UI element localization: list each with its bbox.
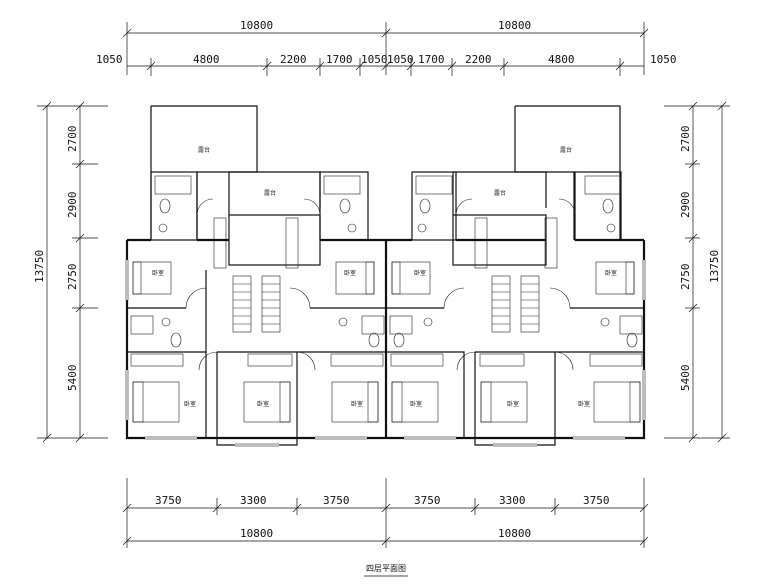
left-seg-3: 2750 — [66, 264, 79, 291]
room-labels: 露台 露台 露台 露台 卧室 卧室 卧室 卧室 卧室 卧室 卧室 卧室 卧室 卧… — [152, 146, 617, 408]
label-terrace-1: 露台 — [198, 146, 210, 154]
label-bedroom-4: 卧室 — [605, 269, 617, 277]
top-seg-7: 1700 — [418, 53, 445, 66]
top-seg-8: 2200 — [465, 53, 492, 66]
label-bedroom-9: 卧室 — [507, 400, 519, 408]
top-seg-5: 1050 — [361, 53, 388, 66]
stairs-right — [491, 275, 540, 333]
right-seg-3: 2750 — [679, 264, 692, 291]
right-seg-1: 2700 — [679, 126, 692, 153]
bottom-total-left: 10800 — [240, 527, 273, 540]
door-swings — [185, 198, 576, 371]
right-seg-4: 5400 — [679, 365, 692, 392]
label-terrace-3: 露台 — [494, 189, 506, 197]
left-seg-2: 2900 — [66, 192, 79, 219]
building-outline — [125, 105, 646, 447]
label-bedroom-6: 卧室 — [257, 400, 269, 408]
stairs-left — [232, 275, 281, 333]
furniture — [130, 175, 643, 423]
right-seg-2: 2900 — [679, 192, 692, 219]
top-total-left: 10800 — [240, 19, 273, 32]
bottom-seg-5: 3300 — [499, 494, 526, 507]
top-seg-9: 4800 — [548, 53, 575, 66]
top-seg-10: 1050 — [650, 53, 677, 66]
label-terrace-4: 露台 — [560, 146, 572, 154]
bottom-seg-3: 3750 — [323, 494, 350, 507]
label-terrace-2: 露台 — [264, 189, 276, 197]
bottom-seg-6: 3750 — [583, 494, 610, 507]
top-dimension-chain: 10800 10800 1050 4800 2200 1700 1050 105… — [96, 19, 677, 76]
left-seg-1: 2700 — [66, 126, 79, 153]
drawing-title: 四层平面图 — [366, 564, 406, 573]
top-seg-2: 4800 — [193, 53, 220, 66]
bottom-seg-1: 3750 — [155, 494, 182, 507]
left-seg-4: 5400 — [66, 365, 79, 392]
label-bedroom-8: 卧室 — [410, 400, 422, 408]
top-seg-4: 1700 — [326, 53, 353, 66]
top-seg-3: 2200 — [280, 53, 307, 66]
label-bedroom-5: 卧室 — [184, 400, 196, 408]
label-bedroom-10: 卧室 — [578, 400, 590, 408]
right-total: 13750 — [708, 250, 721, 283]
left-total: 13750 — [33, 250, 46, 283]
label-bedroom-1: 卧室 — [152, 269, 164, 277]
drawing-title-block: 四层平面图 — [364, 564, 408, 577]
top-total-right: 10800 — [498, 19, 531, 32]
label-bedroom-2: 卧室 — [344, 269, 356, 277]
label-bedroom-7: 卧室 — [351, 400, 363, 408]
bottom-seg-4: 3750 — [414, 494, 441, 507]
left-dimension-chain: 13750 2700 2900 2750 5400 — [33, 101, 108, 443]
label-bedroom-3: 卧室 — [414, 269, 426, 277]
bottom-dimension-chain: 3750 3300 3750 3750 3300 3750 10800 1080… — [122, 478, 649, 548]
bottom-total-right: 10800 — [498, 527, 531, 540]
top-seg-1: 1050 — [96, 53, 123, 66]
bottom-seg-2: 3300 — [240, 494, 267, 507]
top-seg-6: 1050 — [387, 53, 414, 66]
right-dimension-chain: 13750 2700 2900 2750 5400 — [664, 101, 730, 443]
